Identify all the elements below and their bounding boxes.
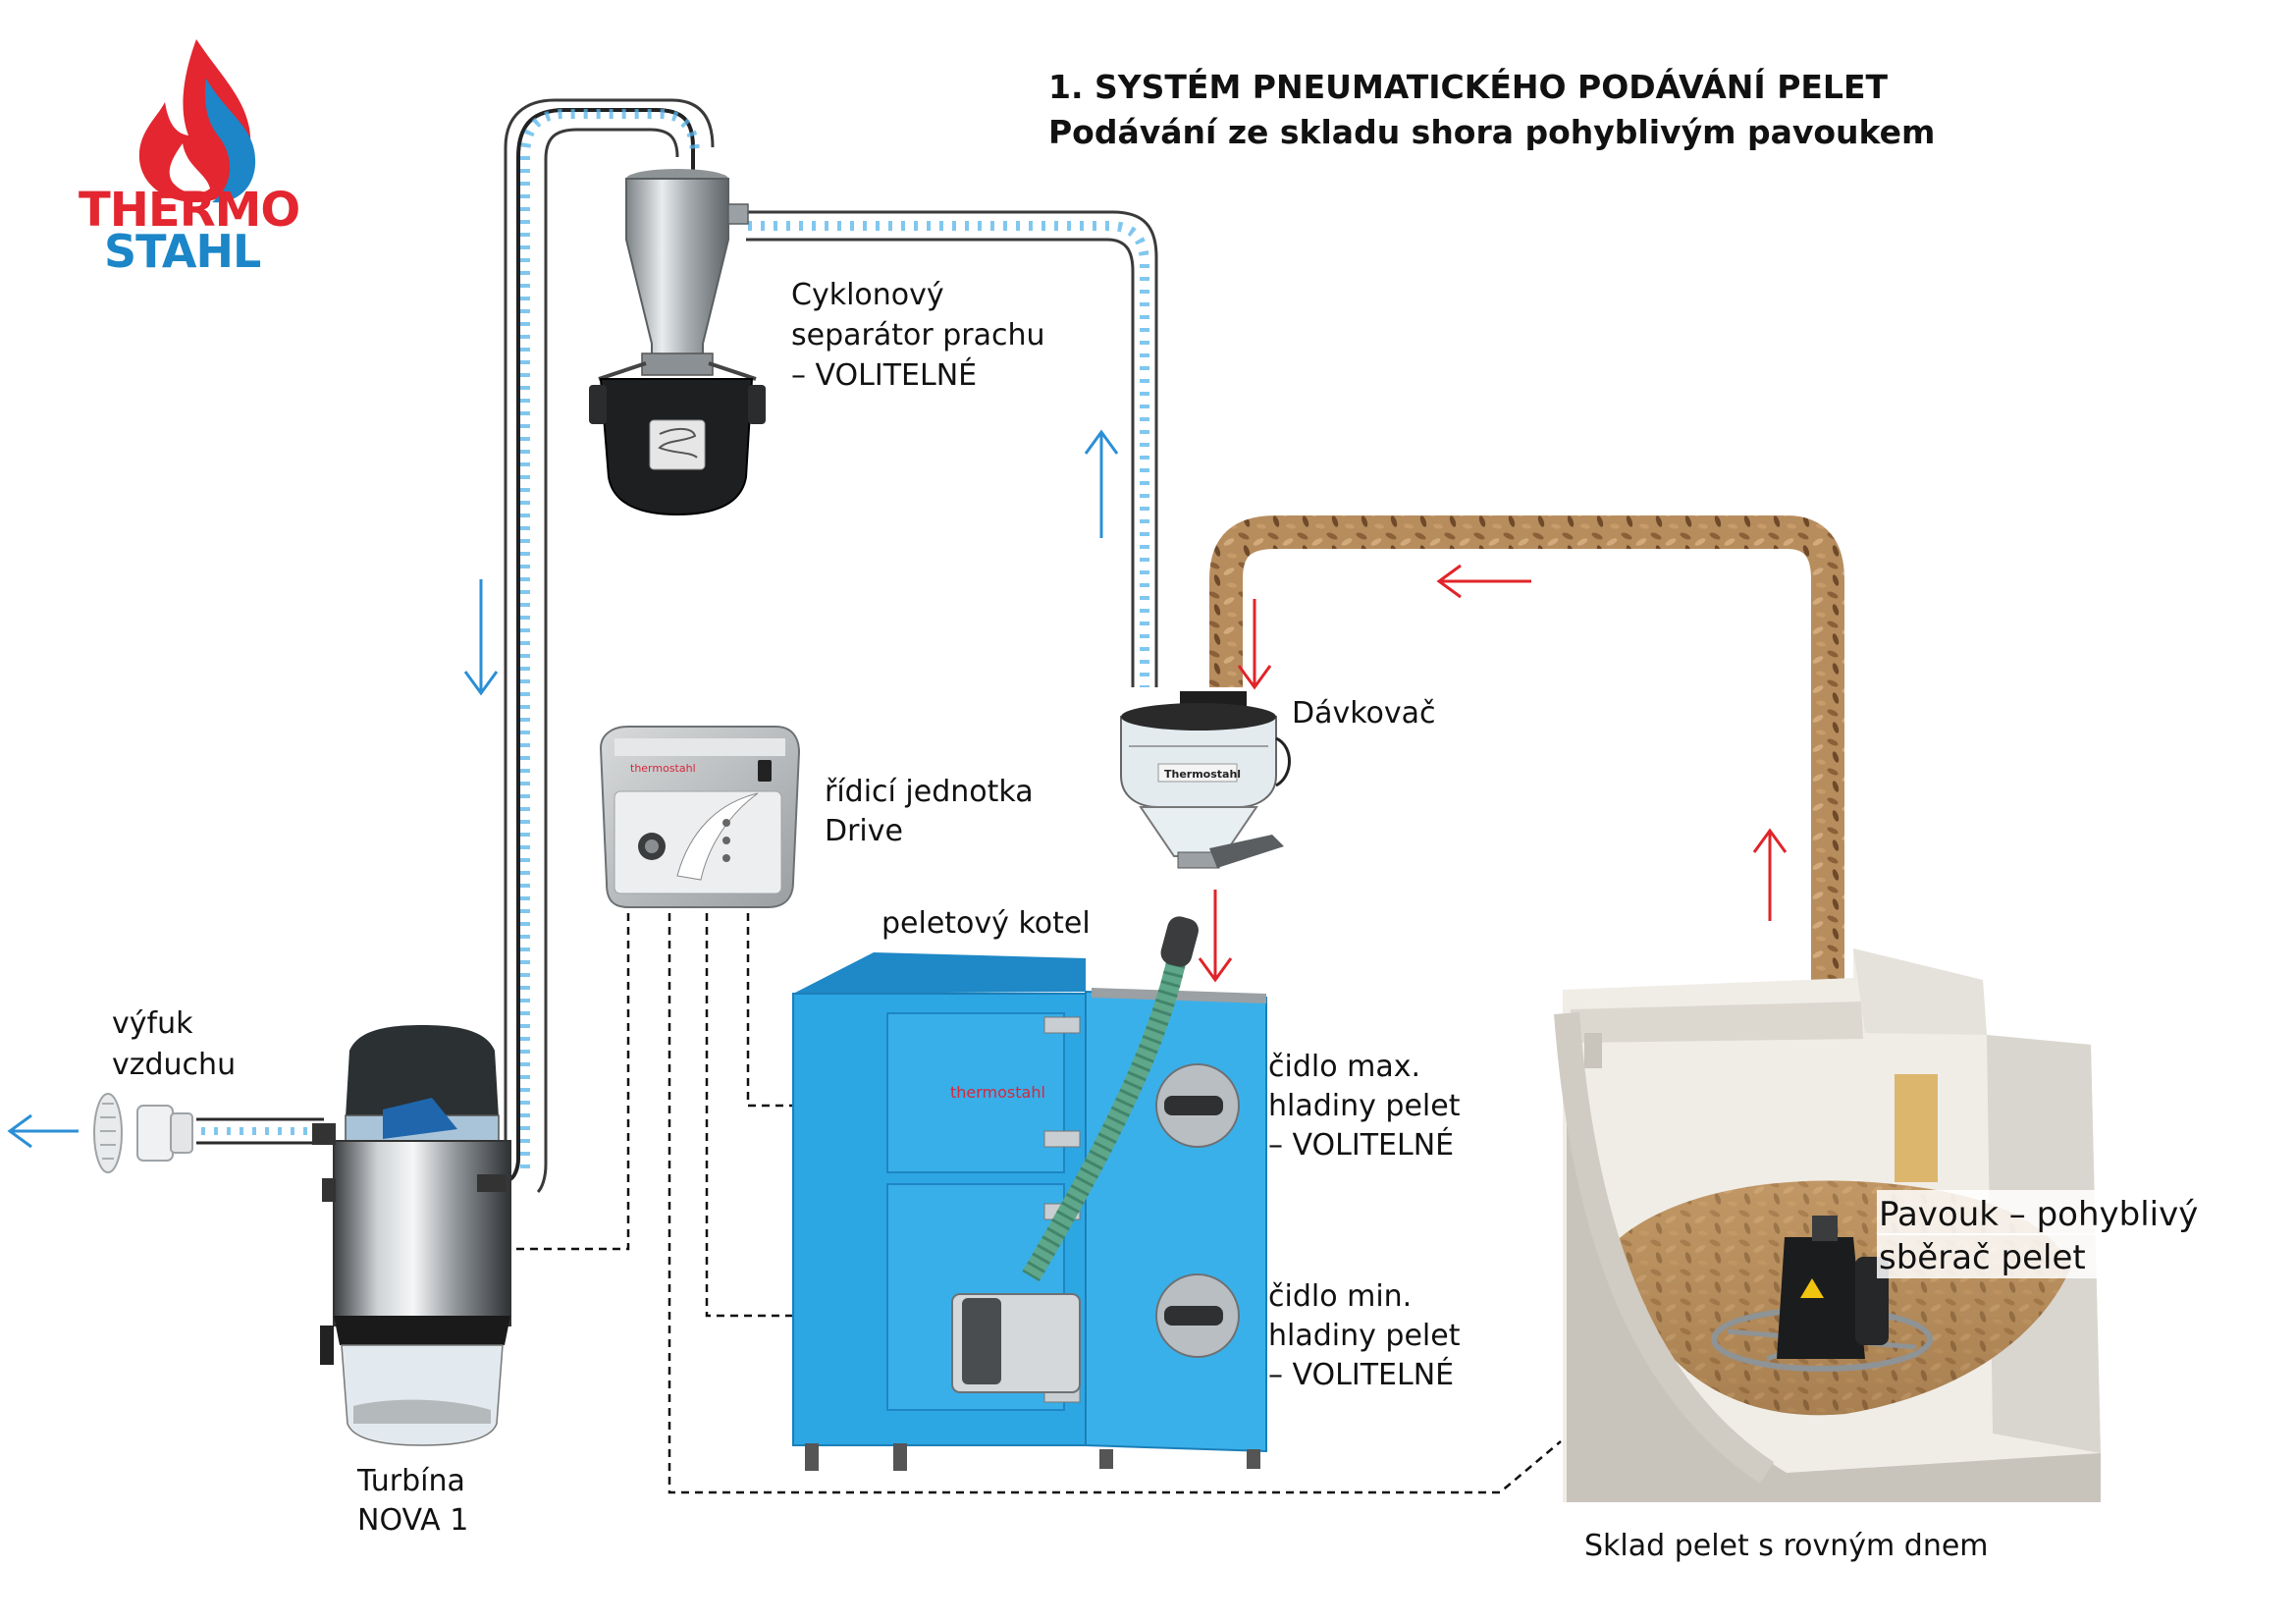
boiler-label: peletový kotel — [881, 906, 1091, 941]
boiler-brand: thermostahl — [950, 1083, 1045, 1102]
flame-drop-icon — [138, 39, 256, 203]
doser-label: Dávkovač — [1292, 696, 1436, 731]
arrow-icon — [463, 579, 499, 696]
sensor-min — [1155, 1273, 1240, 1358]
logo-line-2: STAHL — [104, 225, 261, 278]
doser: Thermostahl — [1120, 691, 1291, 869]
sensor-min-label-1: čidlo min. — [1268, 1279, 1412, 1314]
cyclone-label-3: – VOLITELNÉ — [791, 357, 977, 393]
spider-label-1: Pavouk – pohyblivý — [1879, 1195, 2198, 1234]
arrow-icon — [1436, 564, 1531, 599]
turbine-label-1: Turbína — [356, 1464, 465, 1498]
sensor-max-label-2: hladiny pelet — [1268, 1089, 1461, 1123]
control-label-1: řídicí jednotka — [825, 775, 1034, 809]
cyclone-label-1: Cyklonový — [791, 278, 944, 312]
control-brand: thermostahl — [630, 762, 696, 775]
exhaust-fitting — [93, 1093, 193, 1173]
title-line-1: 1. SYSTÉM PNEUMATICKÉHO PODÁVÁNÍ PELET — [1048, 67, 1888, 106]
doser-brand: Thermostahl — [1164, 768, 1241, 781]
storage-label: Sklad pelet s rovným dnem — [1584, 1529, 1989, 1563]
text-labels: 1. SYSTÉM PNEUMATICKÉHO PODÁVÁNÍ PELET P… — [79, 67, 2226, 1563]
sensor-max-label-1: čidlo max. — [1268, 1050, 1420, 1084]
arrow-icon — [1237, 599, 1272, 690]
exhaust-label-1: výfuk — [112, 1006, 193, 1041]
sensor-min-label-2: hladiny pelet — [1268, 1319, 1461, 1353]
exhaust-label-2: vzduchu — [112, 1048, 236, 1082]
sensor-max-label-3: – VOLITELNÉ — [1268, 1127, 1454, 1163]
title-line-2: Podávání ze skladu shora pohyblivým pavo… — [1048, 113, 1935, 151]
arrow-icon — [1084, 429, 1119, 538]
logo-line-1: THERMO — [79, 183, 299, 238]
spider-label-2: sběrač pelet — [1879, 1238, 2086, 1277]
sensor-max — [1155, 1063, 1240, 1148]
cyclone-label-2: separátor prachu — [791, 318, 1045, 352]
arrow-icon — [1198, 890, 1233, 983]
air-arrows — [7, 429, 1119, 1149]
control-label-2: Drive — [825, 814, 903, 848]
pellet-boiler: thermostahl — [792, 916, 1267, 1471]
pellet-arrows — [1198, 564, 1788, 983]
pellet-pipe — [1209, 515, 1844, 1237]
turbine-label-2: NOVA 1 — [357, 1503, 468, 1538]
cyclone-separator — [589, 169, 766, 516]
sensor-min-label-3: – VOLITELNÉ — [1268, 1357, 1454, 1392]
turbine — [312, 1025, 511, 1446]
control-unit: thermostahl — [599, 726, 801, 908]
arrow-icon — [1752, 828, 1788, 921]
arrow-icon — [7, 1113, 79, 1149]
spider-collector — [1711, 1216, 1933, 1372]
